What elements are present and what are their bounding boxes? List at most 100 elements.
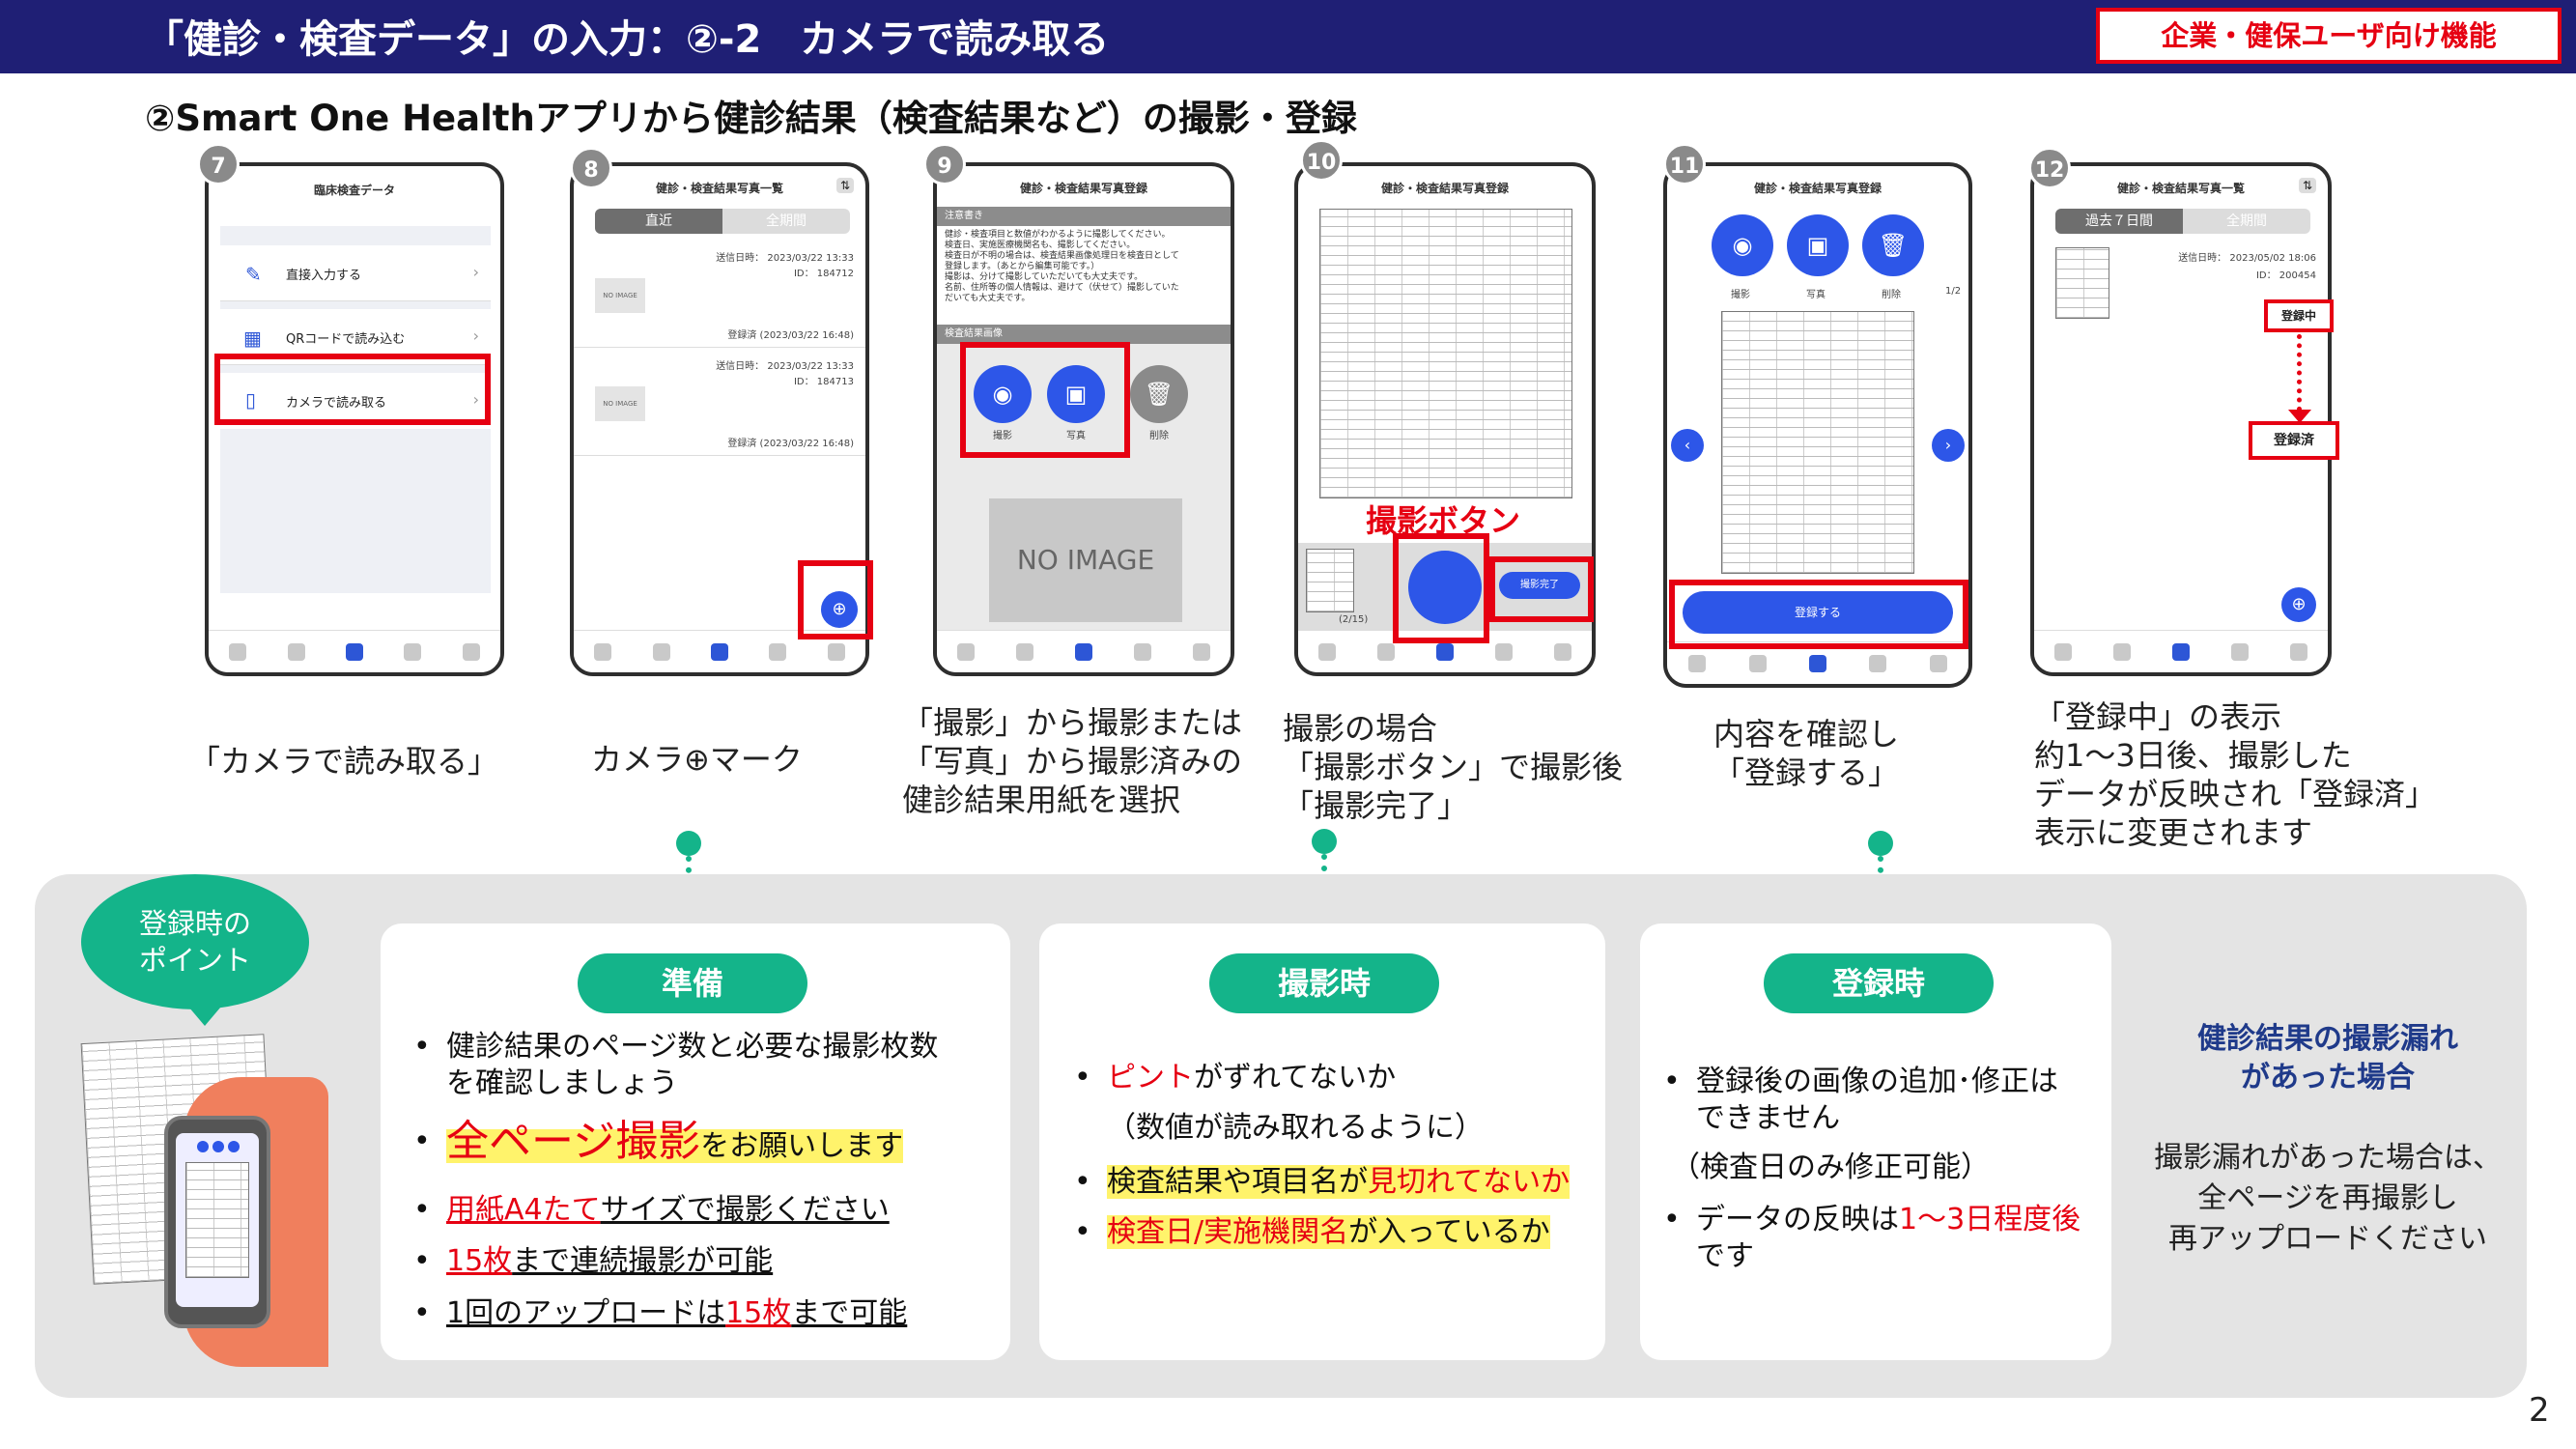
highlight-register bbox=[1669, 580, 1968, 649]
bullet-text: です bbox=[1696, 1239, 1754, 1273]
camera-plus-icon[interactable]: ◉ bbox=[1712, 214, 1773, 276]
add-photo-button[interactable]: ⊕ bbox=[2281, 587, 2316, 622]
emphasis-text: 検査日/実施機関名 bbox=[1107, 1215, 1349, 1249]
screen-title: 健診・検査結果写真登録 bbox=[1019, 182, 1147, 195]
tab-recent[interactable]: 直近 bbox=[595, 209, 722, 234]
prep-bullet-3: •用紙A4たてサイズで撮影ください bbox=[413, 1193, 890, 1227]
bottom-nav bbox=[1298, 630, 1592, 672]
status-registered: 登録済 bbox=[2249, 421, 2339, 460]
button-label: 撮影 bbox=[1731, 290, 1750, 300]
trash-icon[interactable]: 🗑 bbox=[1130, 365, 1188, 423]
step-badge-11: 11 bbox=[1663, 143, 1706, 185]
record-id: ID： 200454 bbox=[2255, 270, 2316, 281]
bottom-nav bbox=[2034, 630, 2328, 672]
document-preview bbox=[1319, 209, 1572, 498]
emphasis-text: 1～3日程度後 bbox=[1899, 1203, 2081, 1236]
screen-title: 臨床検査データ bbox=[313, 184, 395, 197]
highlight-camera-item bbox=[214, 354, 491, 425]
emphasis-text: 15枚 bbox=[725, 1296, 792, 1330]
audience-badge: 企業・健保ユーザ向け機能 bbox=[2096, 8, 2562, 64]
phone-screen-9: 健診・検査結果写真登録 注意書き 健診・検査項目と数値がわかるように撮影してくだ… bbox=[933, 162, 1234, 676]
qr-code-icon: ▦ bbox=[243, 327, 262, 350]
next-arrow-icon[interactable]: › bbox=[1932, 429, 1965, 462]
screen-title: 健診・検査結果写真一覧 bbox=[655, 182, 783, 195]
tab-last-7-days[interactable]: 過去７日間 bbox=[2055, 209, 2183, 234]
bullet-text: が入っているか bbox=[1348, 1215, 1550, 1249]
photo-plus-icon[interactable]: ▣ bbox=[1787, 214, 1849, 276]
no-image-placeholder: NO IMAGE bbox=[989, 498, 1182, 622]
bubble-text: 登録時の ポイント bbox=[138, 907, 251, 977]
record-id: ID： 184712 bbox=[793, 269, 854, 279]
add-photo-button[interactable]: ⊕ bbox=[821, 591, 858, 628]
highlight-camera-plus bbox=[798, 560, 873, 639]
image-section-header: 検査結果画像 bbox=[937, 325, 1231, 344]
phone-scan-icon: ▯ bbox=[245, 388, 257, 412]
photo-count: (2/15) bbox=[1339, 614, 1369, 625]
menu-item-direct[interactable]: ✎ 直接入力する › bbox=[220, 245, 491, 301]
emphasis-text: 全ページ撮影 bbox=[446, 1117, 701, 1166]
shoot-bullet-3: •検査日/実施機関名が入っているか bbox=[1074, 1215, 1550, 1249]
connector-dot bbox=[676, 831, 701, 856]
record-1[interactable]: 送信日時： 2023/03/22 13:33 ID： 184712 NO IMA… bbox=[574, 242, 865, 348]
prev-arrow-icon[interactable]: ‹ bbox=[1671, 429, 1704, 462]
connector-dot bbox=[1868, 831, 1893, 856]
bullet-text: まで連続撮影が可能 bbox=[512, 1244, 774, 1278]
page-number: 2 bbox=[2529, 1391, 2550, 1430]
thumbnail bbox=[2055, 247, 2109, 319]
bullet-text: をお願いします bbox=[700, 1129, 904, 1163]
tab-all[interactable]: 全期間 bbox=[766, 213, 807, 229]
record-2[interactable]: 送信日時： 2023/03/22 13:33 ID： 184713 NO IMA… bbox=[574, 350, 865, 456]
register-note: （検査日のみ修正可能） bbox=[1671, 1151, 1990, 1184]
status-pending: 登録中 bbox=[2264, 299, 2334, 332]
record-date: 送信日時： 2023/03/22 13:33 bbox=[716, 253, 854, 264]
record-id: ID： 184713 bbox=[793, 377, 854, 387]
button-label: 写真 bbox=[1066, 431, 1086, 441]
emphasis-text: 15枚 bbox=[446, 1244, 513, 1278]
menu-item-label: カメラで読み取る bbox=[286, 396, 387, 411]
tab-all[interactable]: 全期間 bbox=[2226, 213, 2267, 229]
page-indicator: 1/2 bbox=[1945, 286, 1962, 297]
chevron-right-icon: › bbox=[472, 390, 479, 409]
thumbnail: NO IMAGE bbox=[595, 386, 645, 421]
bullet-text: データの反映は bbox=[1696, 1203, 1899, 1236]
emphasis-text: 用紙A4たて bbox=[446, 1193, 601, 1227]
done-button[interactable]: 撮影完了 bbox=[1499, 572, 1580, 599]
photo-plus-icon[interactable]: ▣ bbox=[1047, 365, 1105, 423]
header-bar: 「健診・検査データ」の入力：②-2 カメラで読み取る 企業・健保ユーザ向け機能 bbox=[0, 0, 2576, 73]
thumbnail: NO IMAGE bbox=[595, 278, 645, 313]
emphasis-text: ピント bbox=[1107, 1061, 1194, 1094]
camera-plus-icon[interactable]: ◉ bbox=[974, 365, 1032, 423]
emphasis-text: 見切れてないか bbox=[1368, 1165, 1571, 1199]
shoot-bullet-1: •ピントがずれてないか bbox=[1074, 1061, 1397, 1094]
caption-step-9: 「撮影」から撮影または 「写真」から撮影済みの 健診結果用紙を選択 bbox=[902, 704, 1243, 818]
sort-icon[interactable]: ⇅ bbox=[835, 178, 854, 193]
record-date: 送信日時： 2023/03/22 13:33 bbox=[716, 361, 854, 372]
sort-icon[interactable]: ⇅ bbox=[2298, 178, 2316, 193]
bullet-text: 1回のアップロードは bbox=[446, 1296, 726, 1330]
phone-screen-11: 健診・検査結果写真登録 ◉ 撮影 ▣ 写真 🗑 削除 1/2 ‹ › 登録する bbox=[1663, 162, 1972, 688]
menu-item-label: QRコードで読み込む bbox=[286, 332, 406, 347]
register-bullet-1: •登録後の画像の追加･修正は できません bbox=[1663, 1065, 2058, 1135]
label-shooting: 撮影時 bbox=[1209, 953, 1439, 1013]
highlight-shutter bbox=[1393, 533, 1489, 643]
status-arrow bbox=[2297, 334, 2302, 412]
period-tabs: 過去７日間 全期間 bbox=[2055, 209, 2310, 234]
phone-screen-12: 健診・検査結果写真一覧 ⇅ 過去７日間 全期間 送信日時： 2023/05/02… bbox=[2030, 162, 2332, 676]
prep-bullet-4: •15枚まで連続撮影が可能 bbox=[413, 1244, 774, 1278]
caption-step-12: 「登録中」の表示 約1～3日後、撮影した データが反映され「登録済」 表示に変更… bbox=[2034, 698, 2437, 851]
caption-step-7: 「カメラで読み取る」 bbox=[189, 743, 499, 780]
screen-title: 健診・検査結果写真登録 bbox=[1753, 182, 1882, 195]
thumbnail bbox=[1306, 549, 1354, 612]
bullet-text: サイズで撮影ください bbox=[600, 1193, 890, 1227]
record-date: 送信日時： 2023/05/02 18:06 bbox=[2178, 253, 2316, 264]
shutter-button[interactable] bbox=[1408, 551, 1482, 624]
trash-icon[interactable]: 🗑 bbox=[1862, 214, 1924, 276]
caption-step-8: カメラ⊕マーク bbox=[591, 741, 803, 778]
missing-title: 健診結果の撮影漏れ があった場合 bbox=[2197, 1022, 2458, 1094]
bullet-text: 健診結果のページ数と必要な撮影枚数 を確認しましょう bbox=[446, 1030, 939, 1100]
shoot-note: （数値が読み取れるように） bbox=[1107, 1111, 1484, 1145]
screen-title: 健診・検査結果写真一覧 bbox=[2116, 182, 2245, 195]
notice-header: 注意書き bbox=[937, 207, 1231, 226]
register-button[interactable]: 登録する bbox=[1683, 591, 1953, 634]
label-registration: 登録時 bbox=[1764, 953, 1994, 1013]
